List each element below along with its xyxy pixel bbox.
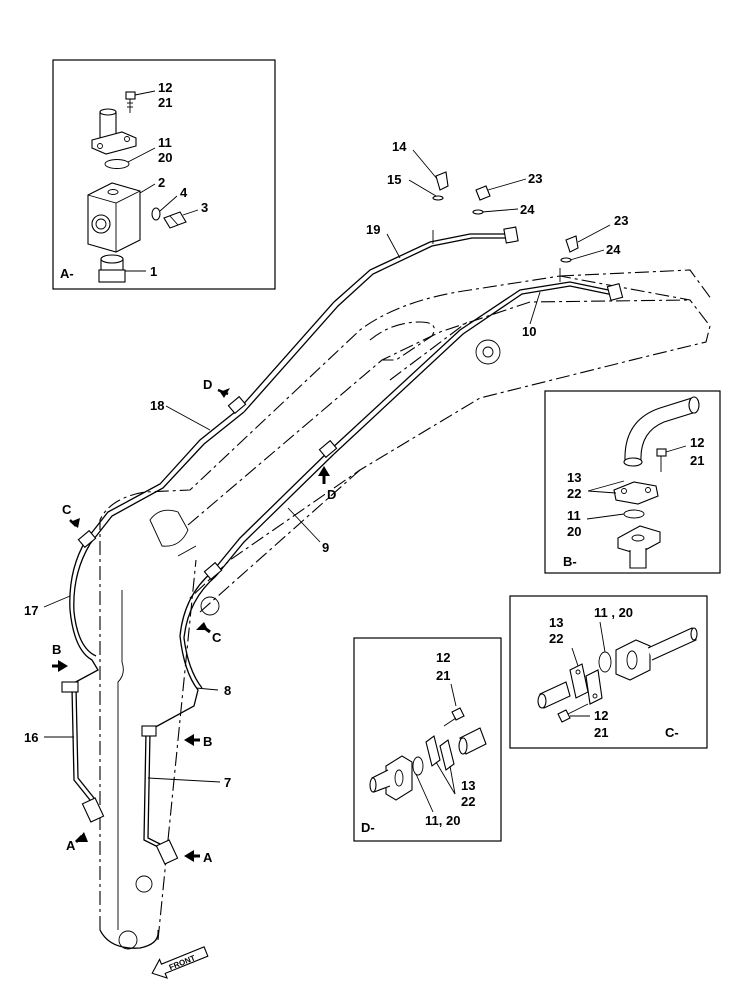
callout-a-flange-icon xyxy=(91,108,137,155)
callout-d-title: D- xyxy=(361,820,375,835)
view-arrow-a-left-icon: A xyxy=(66,832,88,853)
view-label-c-upper: C xyxy=(62,502,72,517)
callout-c-pipe-stub-icon xyxy=(537,681,571,709)
callout-a-label-20: 20 xyxy=(158,150,172,165)
callout-a-label-12: 12 xyxy=(158,80,172,95)
view-label-a-right: A xyxy=(203,850,213,865)
label-19: 19 xyxy=(366,222,380,237)
callout-d-label-22: 22 xyxy=(461,794,475,809)
callout-b-split-flange-icon xyxy=(613,481,659,505)
callout-c-label-12: 12 xyxy=(594,708,608,723)
callout-d-frame xyxy=(353,637,502,842)
callout-a-label-21: 21 xyxy=(158,95,172,110)
callout-b-label-22: 22 xyxy=(567,486,581,501)
view-arrow-b-left-icon: B xyxy=(52,642,68,672)
view-indicators: D D C C B B A xyxy=(52,377,336,865)
callout-c-label-13: 13 xyxy=(549,615,563,630)
label-23-mid: 23 xyxy=(614,213,628,228)
hydraulic-pipes xyxy=(61,226,624,865)
callout-a-panel: 12 21 11 20 2 4 3 1 A- xyxy=(52,59,276,290)
callout-a-plug-icon xyxy=(98,254,126,283)
view-label-a-left: A xyxy=(66,838,76,853)
callout-d-bolt-icon xyxy=(443,707,465,727)
callout-b-bolt-icon xyxy=(656,448,667,472)
view-label-d-lower: D xyxy=(327,487,336,502)
label-9: 9 xyxy=(322,540,329,555)
front-direction-arrow: FRONT xyxy=(151,946,209,979)
label-10: 10 xyxy=(522,324,536,339)
view-arrow-d-upper-icon: D xyxy=(203,377,230,398)
callout-a-title: A- xyxy=(60,266,74,281)
callout-b-label-21: 21 xyxy=(690,453,704,468)
label-14: 14 xyxy=(392,139,407,154)
callout-d-label-21: 21 xyxy=(436,668,450,683)
label-23-top: 23 xyxy=(528,171,542,186)
main-leaders xyxy=(43,149,611,783)
callout-c-label-21: 21 xyxy=(594,725,608,740)
label-17: 17 xyxy=(24,603,38,618)
callout-c-title: C- xyxy=(665,725,679,740)
callout-b-title: B- xyxy=(563,554,577,569)
callout-a-label-1: 1 xyxy=(150,264,157,279)
view-arrow-a-right-icon: A xyxy=(184,850,213,865)
callout-b-label-20: 20 xyxy=(567,524,581,539)
callout-a-label-11: 11 xyxy=(158,135,172,150)
callout-b-elbow-pipe-icon xyxy=(623,396,700,467)
callout-b-label-13: 13 xyxy=(567,470,581,485)
plug-and-seal-icons xyxy=(432,171,579,263)
label-16: 16 xyxy=(24,730,38,745)
callout-d-label-11-20: 11, 20 xyxy=(425,813,460,828)
callout-a-bolt-icon xyxy=(125,91,136,113)
callout-a-washer-bolt-icon xyxy=(151,207,187,229)
callout-c-frame xyxy=(509,595,708,749)
callout-d-port-flange-icon xyxy=(369,755,413,801)
callout-c-port-flange-icon xyxy=(615,627,698,681)
callout-c-split-flange-icon xyxy=(569,663,603,705)
callout-b-frame xyxy=(544,390,721,574)
label-7: 7 xyxy=(224,775,231,790)
callout-d-pipe-stub-icon xyxy=(458,727,487,755)
main-labels: 14 15 23 24 19 23 24 10 18 9 17 16 8 7 xyxy=(24,139,628,790)
callout-a-o-ring-icon xyxy=(104,159,130,169)
view-arrow-d-lower-icon: D xyxy=(318,466,336,502)
callout-d-panel: 12 21 13 22 11, 20 D- xyxy=(353,637,502,842)
view-label-c-lower: C xyxy=(212,630,222,645)
callout-d-split-flange-icon xyxy=(425,735,455,771)
view-arrow-c-lower-icon: C xyxy=(196,622,222,645)
callout-b-panel: 12 21 13 22 11 20 B- xyxy=(544,390,721,574)
callout-b-label-11: 11 xyxy=(567,508,581,523)
callout-a-frame xyxy=(52,59,276,290)
label-24-mid: 24 xyxy=(606,242,621,257)
callout-a-label-4: 4 xyxy=(180,185,188,200)
callout-c-label-22: 22 xyxy=(549,631,563,646)
callout-b-o-ring-icon xyxy=(623,509,645,519)
callout-d-label-13: 13 xyxy=(461,778,475,793)
callout-a-valve-block-icon xyxy=(87,182,141,253)
label-24-top: 24 xyxy=(520,202,535,217)
callout-c-label-11-20: 11 , 20 xyxy=(594,605,633,620)
boom-outline xyxy=(99,269,713,950)
callout-d-o-ring-icon xyxy=(412,756,424,776)
view-arrow-c-upper-icon: C xyxy=(62,502,80,528)
view-arrow-b-right-icon: B xyxy=(184,734,212,749)
view-label-d-upper: D xyxy=(203,377,212,392)
callout-c-panel: 13 22 11 , 20 12 21 C- xyxy=(509,595,708,749)
callout-a-label-3: 3 xyxy=(201,200,208,215)
label-8: 8 xyxy=(224,683,231,698)
callout-a-label-2: 2 xyxy=(158,175,165,190)
callout-b-label-12: 12 xyxy=(690,435,704,450)
view-label-b-left: B xyxy=(52,642,61,657)
label-18: 18 xyxy=(150,398,164,413)
callout-d-label-12: 12 xyxy=(436,650,450,665)
callout-c-o-ring-icon xyxy=(598,651,612,673)
callout-b-port-flange-icon xyxy=(617,525,661,569)
label-15: 15 xyxy=(387,172,401,187)
view-label-b-right: B xyxy=(203,734,212,749)
callout-c-bolt-icon xyxy=(557,703,589,723)
